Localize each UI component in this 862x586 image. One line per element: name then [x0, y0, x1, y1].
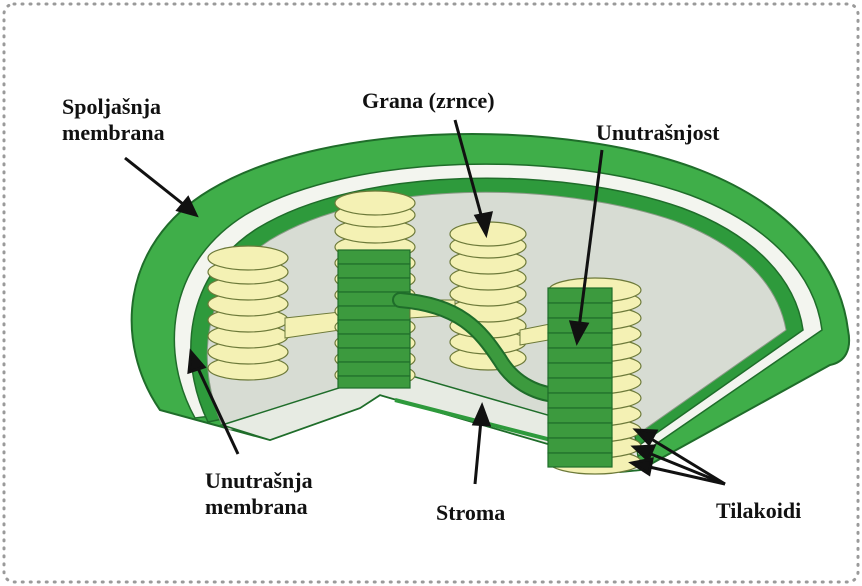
label-stroma: Stroma — [436, 500, 505, 526]
arrow-outer-membrane — [125, 158, 188, 208]
granum-left — [208, 246, 288, 380]
label-inner-membrane: Unutrašnja membrana — [205, 468, 313, 520]
arrow-stroma — [475, 420, 481, 484]
label-granum: Grana (zrnce) — [362, 88, 495, 114]
label-lumen: Unutrašnjost — [596, 120, 719, 146]
granum-center-cut — [338, 250, 410, 388]
label-thylakoids: Tilakoidi — [716, 498, 801, 524]
label-outer-membrane: Spoljašnja membrana — [62, 94, 165, 146]
